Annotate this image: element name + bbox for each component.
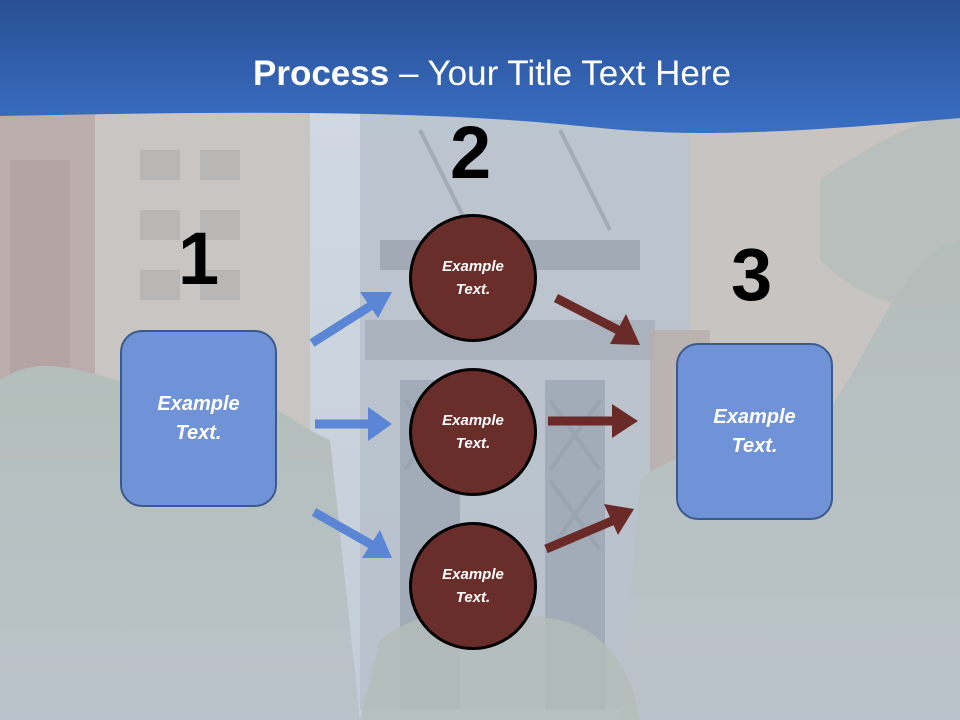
right-box-label: Example Text.: [713, 405, 796, 457]
title-bold: Process: [253, 54, 390, 93]
step-number-2: 2: [450, 111, 492, 194]
slide-title: Process – Your Title Text Here: [0, 52, 960, 96]
left-process-box: Example Text.: [120, 330, 277, 507]
step-number-3: 3: [731, 233, 773, 316]
circle-middle: Example Text.: [409, 368, 537, 496]
circle-top-label: Example Text.: [442, 258, 504, 298]
right-process-box: Example Text.: [676, 343, 833, 520]
circle-top: Example Text.: [409, 214, 537, 342]
left-box-label: Example Text.: [157, 392, 240, 444]
title-rest: – Your Title Text Here: [389, 54, 731, 93]
circle-bottom: Example Text.: [409, 522, 537, 650]
header-band: [0, 0, 960, 133]
circle-middle-label: Example Text.: [442, 412, 504, 452]
circle-bottom-label: Example Text.: [442, 566, 504, 606]
step-number-1: 1: [178, 217, 220, 300]
